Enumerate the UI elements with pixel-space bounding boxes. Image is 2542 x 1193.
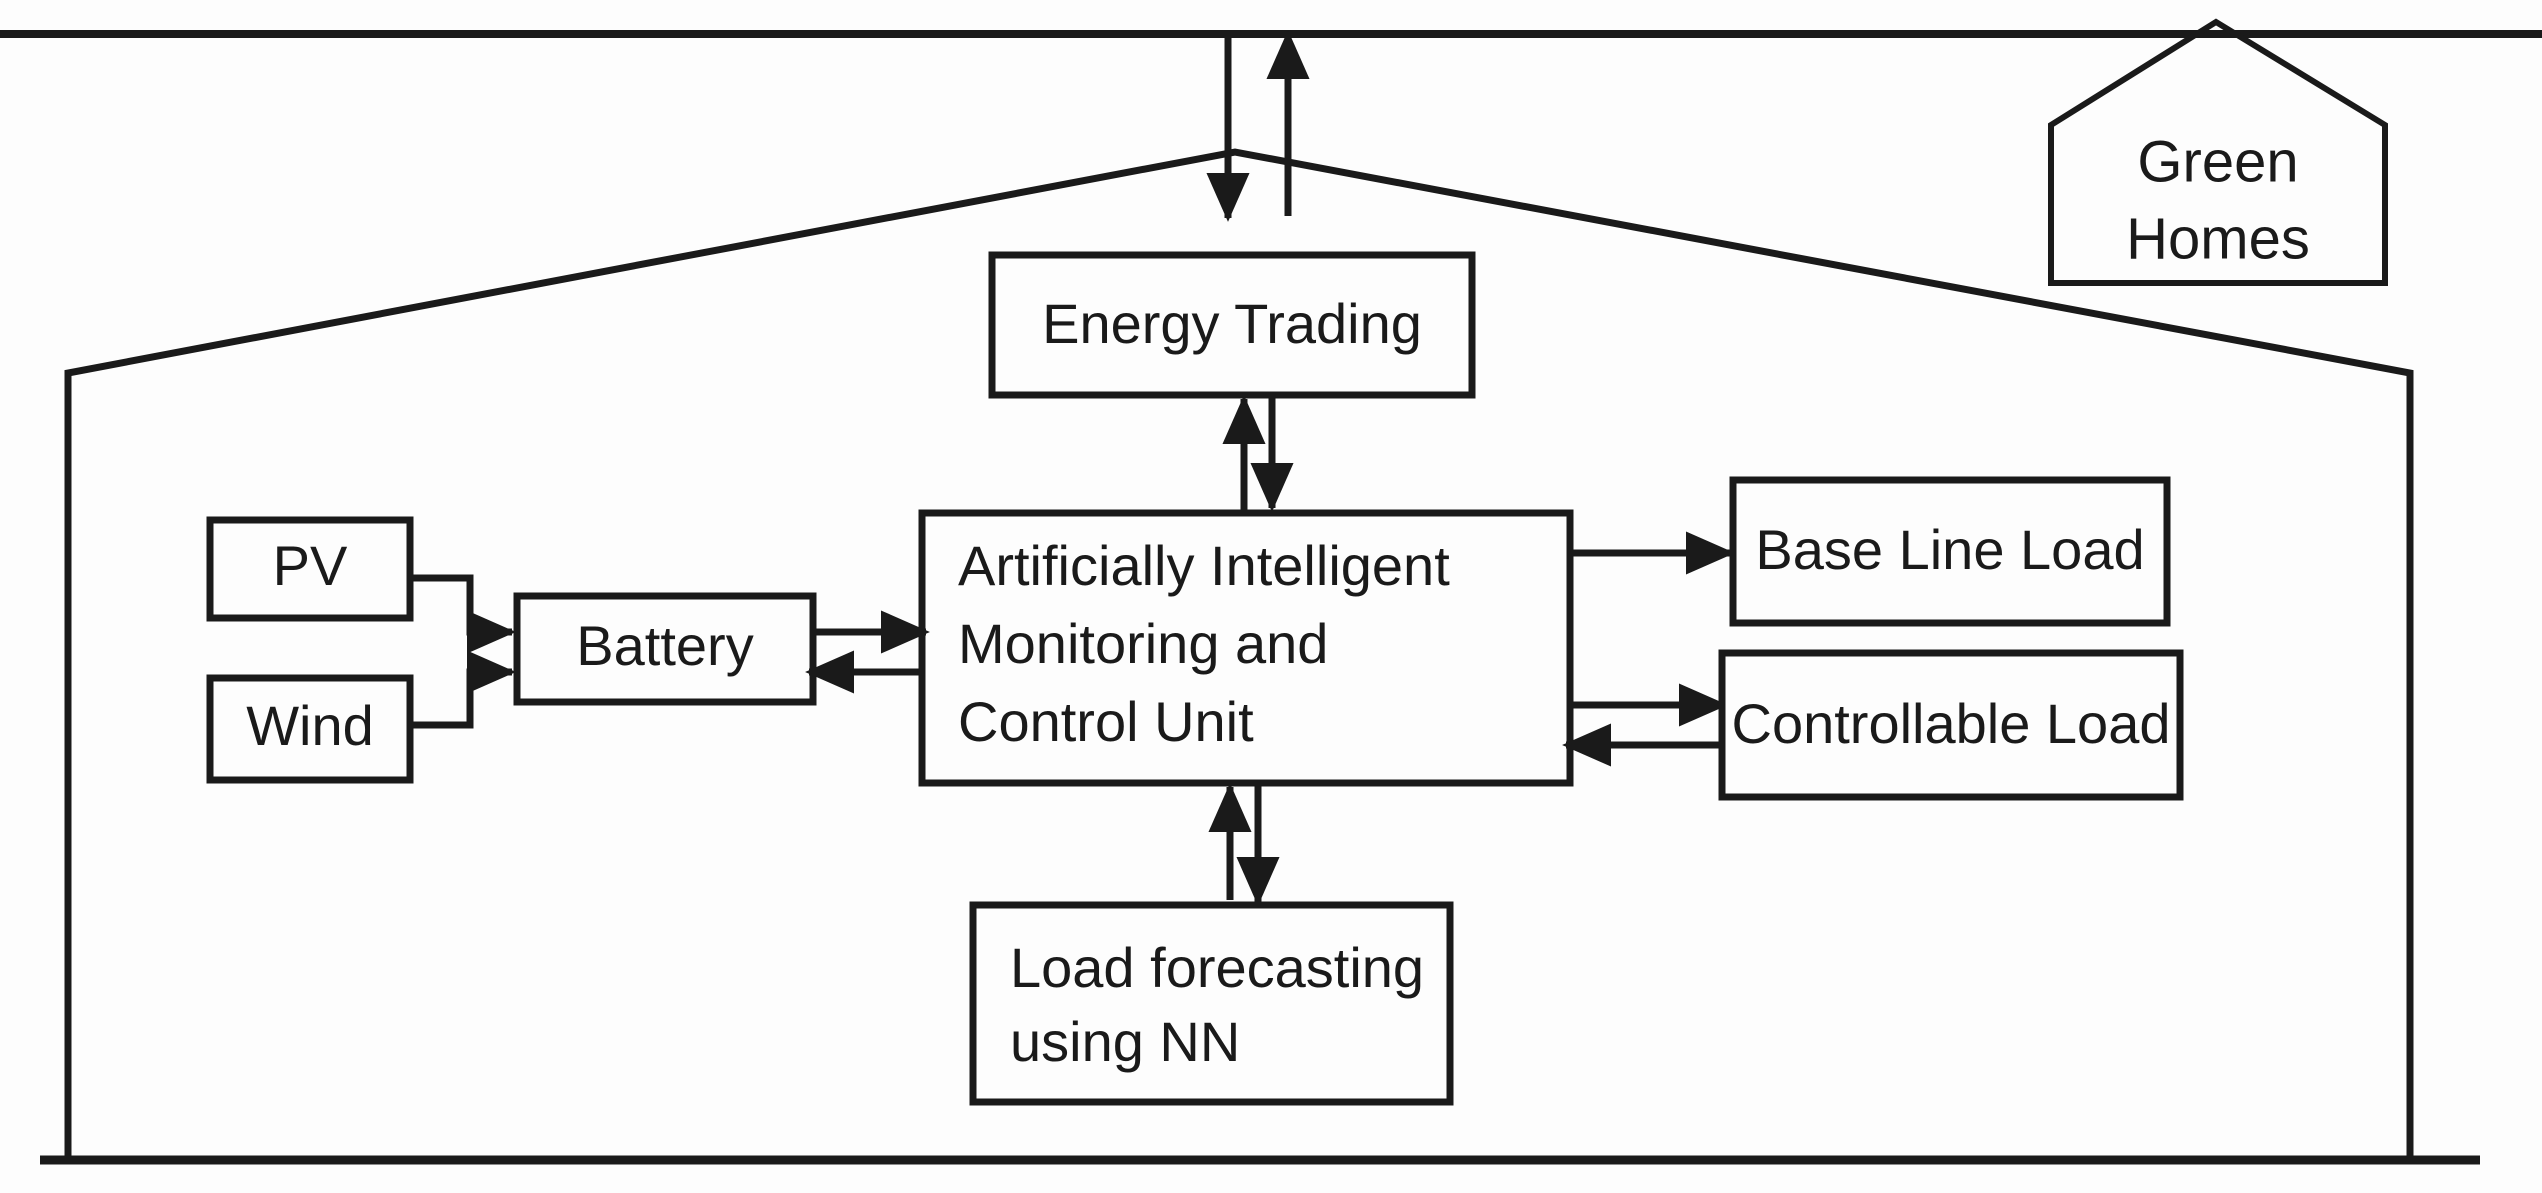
energy-trading-box[interactable]	[988, 251, 1476, 399]
battery-label: Battery	[576, 614, 753, 677]
pv-label: PV	[273, 534, 348, 597]
energy-trading-label: Energy Trading	[1042, 292, 1422, 355]
base-line-load-box[interactable]	[1729, 476, 2171, 627]
wind-box[interactable]	[206, 674, 414, 784]
wind-label: Wind	[246, 694, 374, 757]
controllable-load-box[interactable]	[1718, 649, 2184, 801]
ai-control-unit-label-line3: Control Unit	[958, 690, 1254, 753]
pv-to-battery-arrow	[410, 574, 516, 654]
ai-control-unit-box[interactable]	[918, 509, 1574, 787]
ai-control-unit-label-line1: Artificially Intelligent	[958, 534, 1450, 597]
base-line-load-label: Base Line Load	[1755, 518, 2144, 581]
load-forecasting-label-line2: using NN	[1010, 1010, 1240, 1073]
green-homes-house-icon	[2048, 18, 2388, 286]
load-forecasting-box[interactable]	[969, 901, 1454, 1106]
battery-box[interactable]	[513, 592, 817, 706]
wind-to-battery-arrow	[410, 650, 516, 729]
green-homes-label-line1: Green	[2137, 129, 2298, 194]
ai-control-unit-label-line2: Monitoring and	[958, 612, 1328, 675]
green-homes-label-line2: Homes	[2126, 206, 2310, 271]
load-forecasting-label-line1: Load forecasting	[1010, 936, 1424, 999]
pv-box[interactable]	[206, 516, 414, 622]
controllable-load-label: Controllable Load	[1732, 692, 2171, 755]
